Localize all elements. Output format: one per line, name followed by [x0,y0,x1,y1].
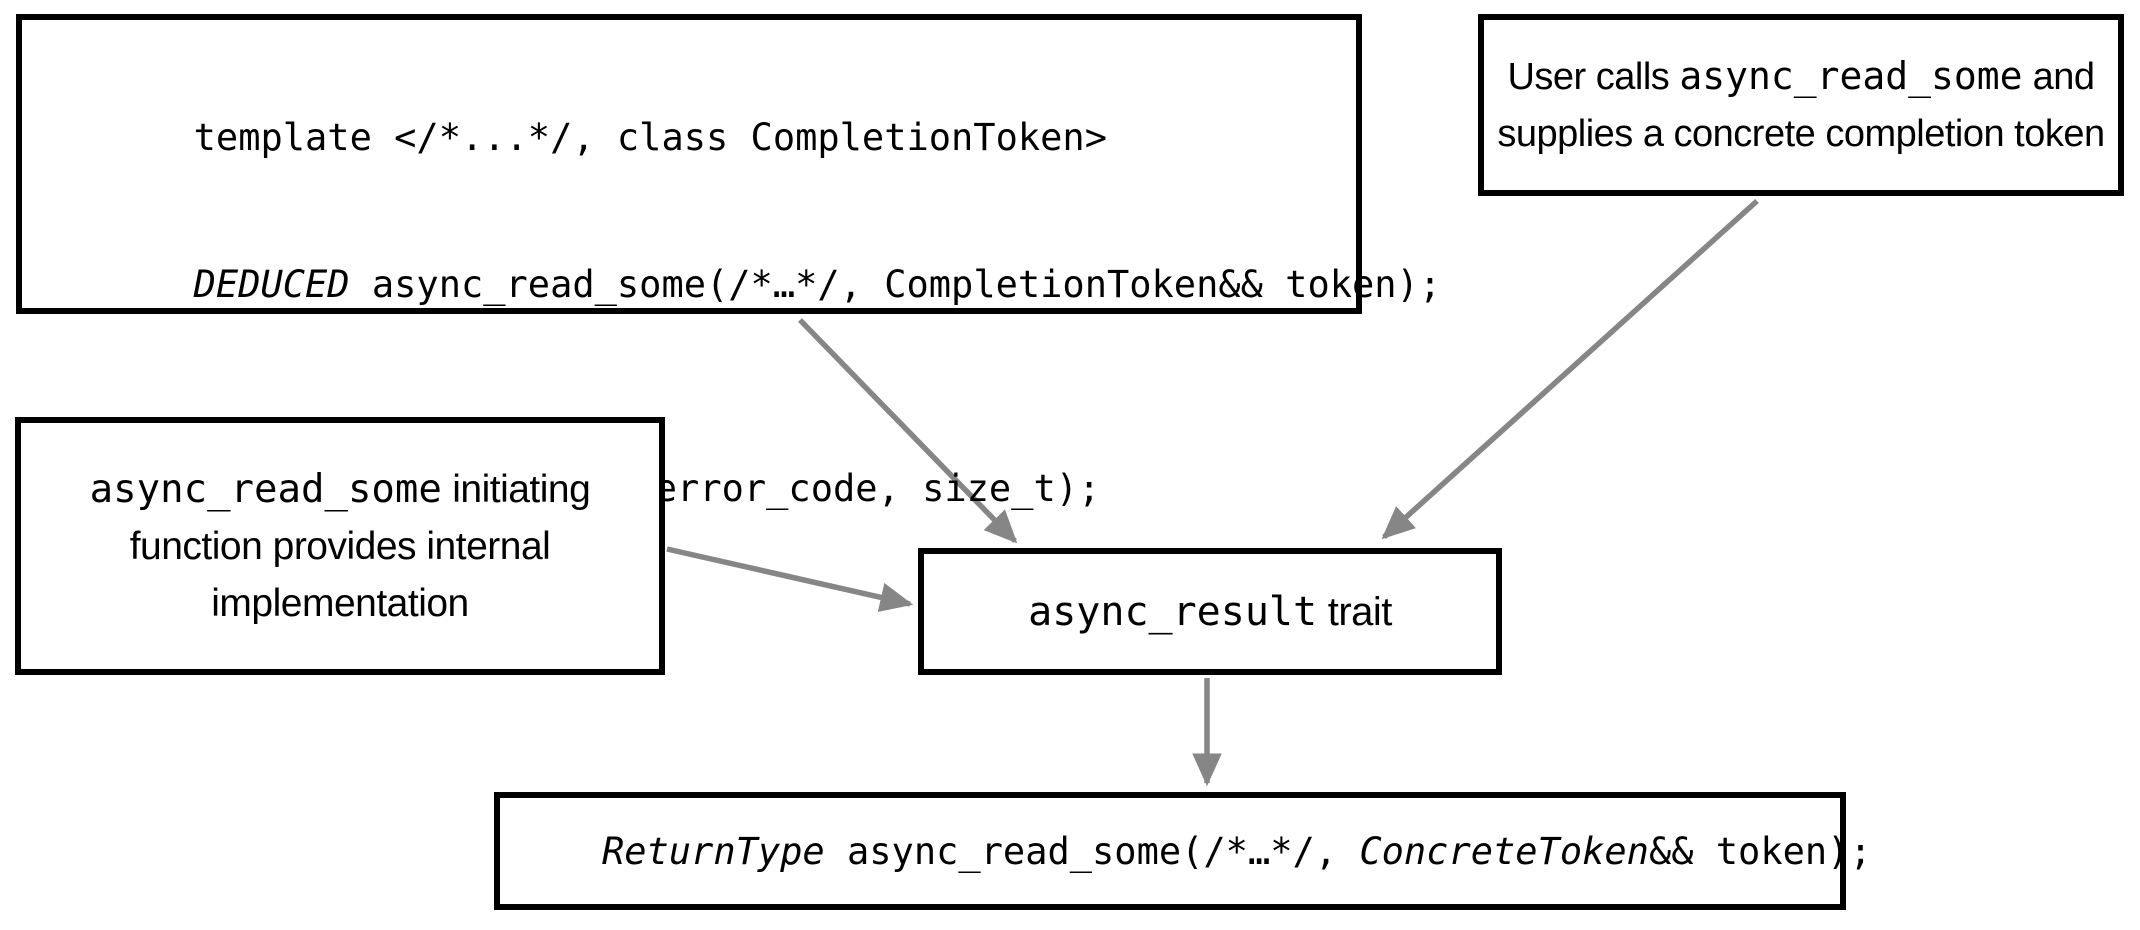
user-calls-line1: User calls async_read_some and [1507,48,2095,106]
box-initiating-function: async_read_some initiating function prov… [15,417,665,675]
box-async-result-trait: async_result trait [918,548,1502,675]
box-concrete-call: ReturnType async_read_some(/*…*/, Concre… [494,792,1872,910]
signature-blank-line [60,358,1340,415]
trait-line: async_result trait [1028,589,1392,635]
box-user-calls: User calls async_read_some and supplies … [1478,14,2124,196]
signature-line-template: template </*...*/, class CompletionToken… [60,64,1340,211]
concrete-call-line: ReturnType async_read_some(/*…*/, Concre… [468,787,1872,916]
code-concrete-call-end: && token); [1648,829,1872,873]
user-calls-text-after: and [2022,55,2095,98]
code-deduced-keyword: DEDUCED [193,263,350,306]
code-async-read-some-decl: async_read_some(/*…*/, CompletionToken&&… [349,263,1442,306]
code-async-read-some-concrete: async_read_some(/*…*/, [824,829,1360,873]
code-async-result: async_result [1028,588,1318,635]
arrow-user-to-trait [1381,198,1759,540]
user-calls-text-before: User calls [1507,55,1680,98]
code-async-read-some-initiating: async_read_some [89,466,442,512]
code-async-read-some-user: async_read_some [1679,53,2023,98]
code-return-type: ReturnType [601,829,825,873]
initiating-line2: function provides internal [129,524,551,568]
box-template-signature: template </*...*/, class CompletionToken… [16,14,1441,510]
initiating-line3: implementation [211,581,469,625]
signature-line-deduced: DEDUCED async_read_some(/*…*/, Completio… [60,211,1441,358]
initiating-line1: async_read_some initiating [90,461,591,518]
user-calls-line2: supplies a concrete completion token [1497,112,2105,155]
trait-text-after: trait [1317,589,1393,634]
initiating-text-after: initiating [441,467,591,511]
code-template-decl: template </*...*/, class CompletionToken… [193,116,1107,159]
code-concrete-token: ConcreteToken [1359,829,1649,873]
